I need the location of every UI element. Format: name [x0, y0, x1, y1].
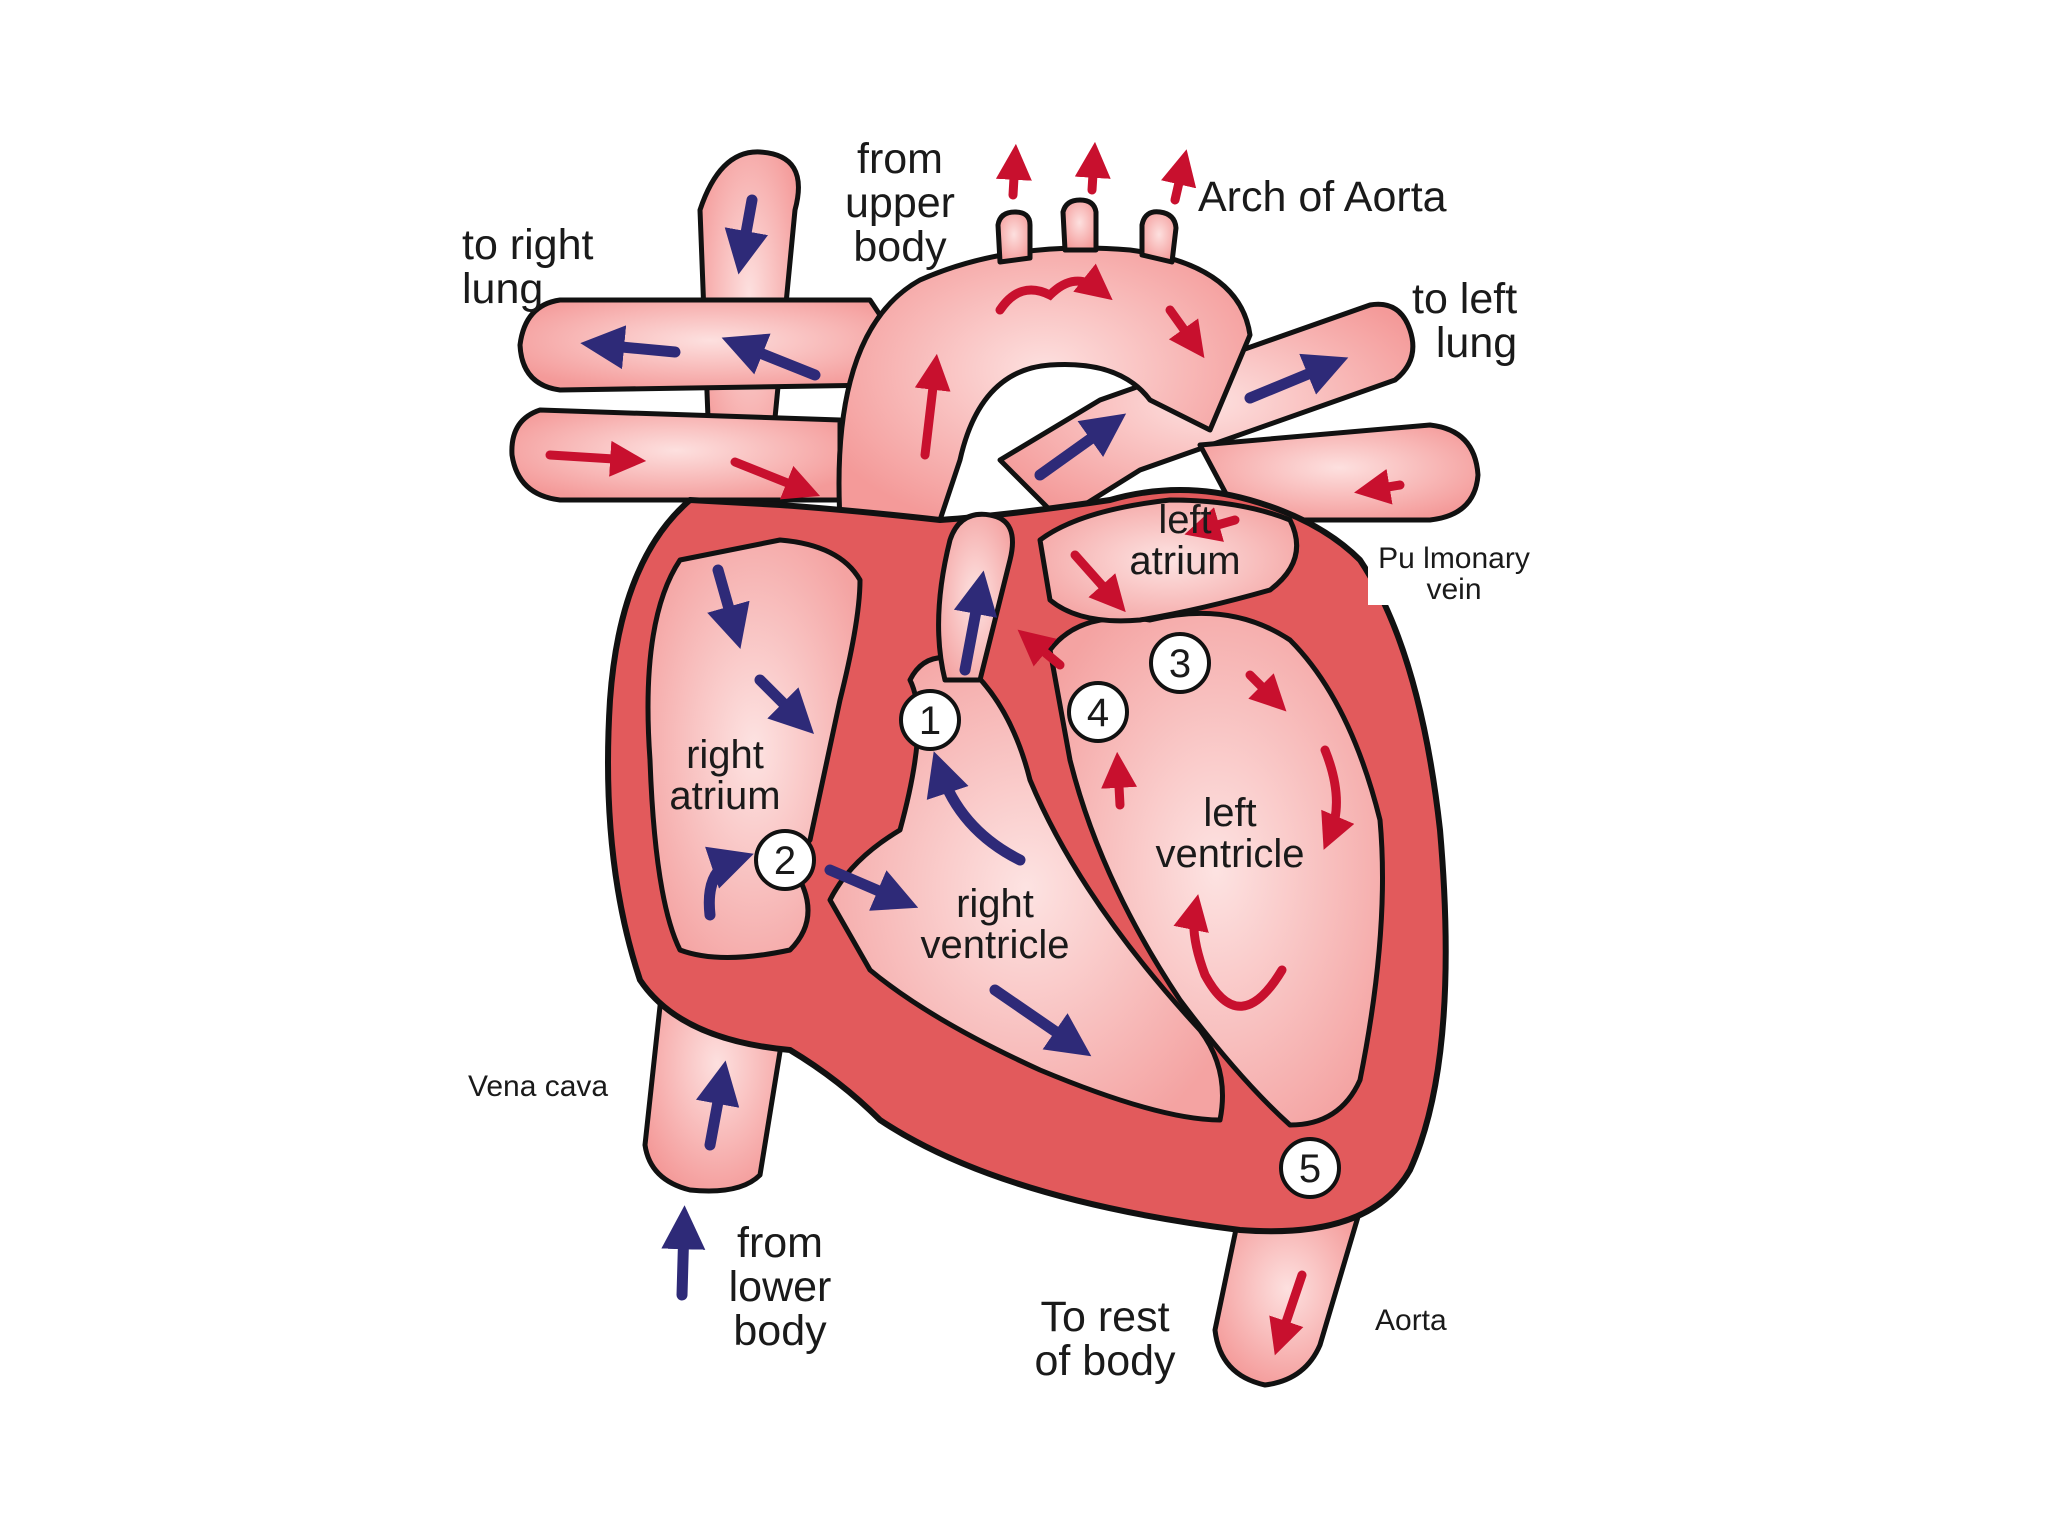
arch-of-aorta-label: Arch of Aorta [1198, 176, 1447, 220]
red-arrow-icon [1092, 158, 1094, 190]
aorta-branch-2 [1063, 200, 1096, 250]
aorta-branch-1 [998, 212, 1030, 262]
valve-5: 5 [1281, 1139, 1339, 1197]
pulmonary-vein-label: Pu lmonary vein [1368, 544, 1540, 605]
from-upper-body-label: from upper body [840, 138, 960, 270]
valve-1: 1 [901, 691, 959, 749]
left-ventricle-label: left ventricle [1130, 793, 1330, 875]
svg-text:2: 2 [774, 839, 796, 883]
svg-text:4: 4 [1087, 691, 1109, 735]
to-rest-of-body-label: To rest of body [1020, 1296, 1190, 1384]
red-arrow-icon [1175, 165, 1183, 200]
vena-cava-label: Vena cava [468, 1072, 608, 1103]
to-left-lung-label: to left lung [1412, 278, 1517, 366]
red-arrow-icon [1013, 160, 1015, 195]
valve-2: 2 [756, 831, 814, 889]
svg-text:3: 3 [1169, 642, 1191, 686]
aorta-label: Aorta [1375, 1306, 1447, 1337]
aorta-branch-3 [1142, 212, 1176, 262]
right-ventricle-label: right ventricle [895, 884, 1095, 966]
pulmonary-artery-right [520, 300, 900, 390]
red-arrow-icon [1370, 485, 1400, 490]
blue-arrow-icon [600, 345, 675, 352]
to-right-lung-label: to right lung [462, 224, 593, 312]
red-arrow-icon [1118, 768, 1120, 805]
red-arrow-icon [550, 455, 630, 460]
svg-text:5: 5 [1299, 1147, 1321, 1191]
blue-arrow-icon [682, 1225, 684, 1295]
descending-aorta [1215, 1210, 1360, 1385]
right-atrium-label: right atrium [650, 735, 800, 817]
valve-4: 4 [1069, 683, 1127, 741]
valve-3: 3 [1151, 634, 1209, 692]
svg-text:1: 1 [919, 699, 941, 743]
left-atrium-label: left atrium [1090, 500, 1280, 582]
from-lower-body-label: from lower body [720, 1222, 840, 1354]
